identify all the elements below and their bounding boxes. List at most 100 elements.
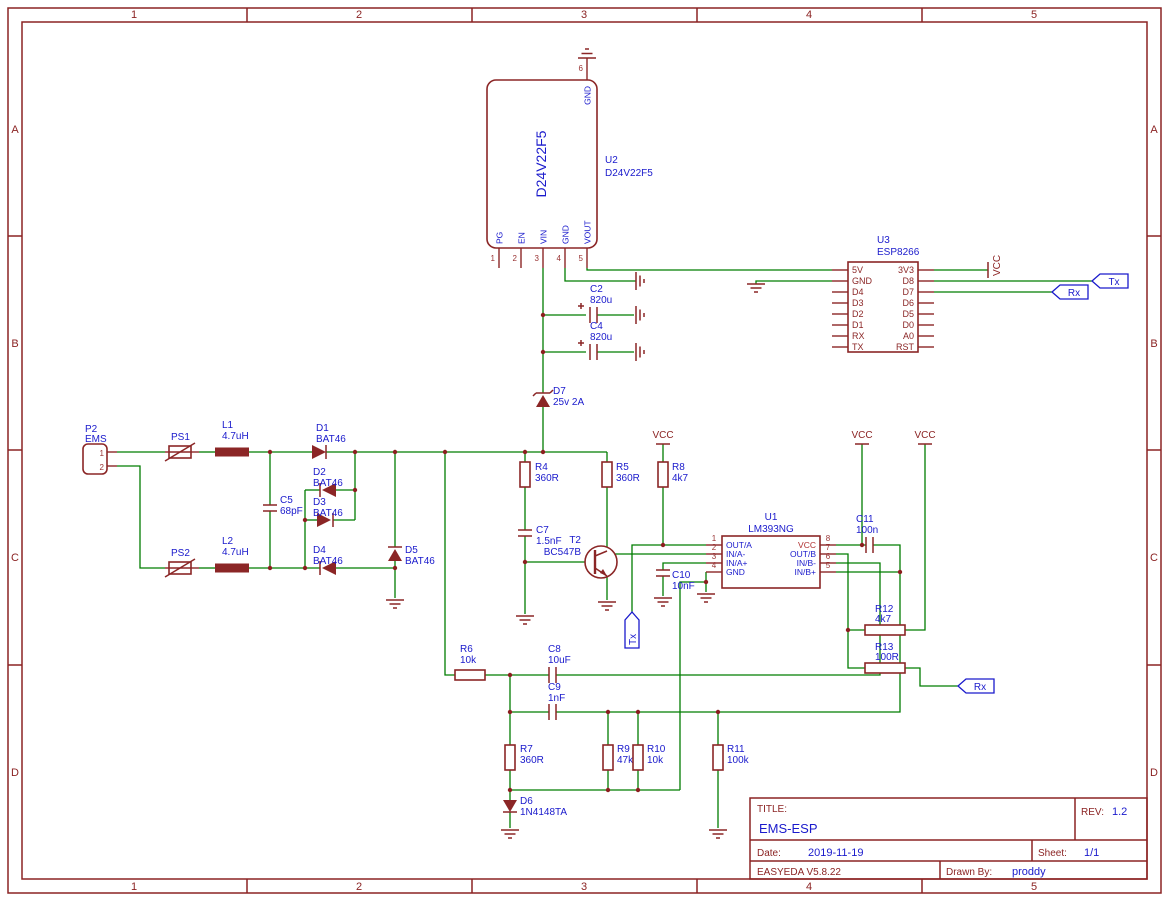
capacitor-c11[interactable]: C11 100n: [856, 514, 878, 553]
l1-ref-label: L1: [222, 420, 234, 431]
d6-ref-label: D6: [520, 796, 533, 807]
connector-p2[interactable]: P2 EMS 1 2: [82, 424, 117, 475]
u2-pin-name: PG: [495, 232, 505, 244]
transistor-t2[interactable]: T2 BC547B: [544, 535, 618, 579]
wire[interactable]: [564, 268, 636, 282]
diode-d1[interactable]: D1 BAT46: [312, 423, 346, 459]
resistor-r7[interactable]: R7 360R: [504, 744, 544, 771]
capacitor-c4[interactable]: C4 820u: [578, 321, 612, 360]
wire[interactable]: [662, 562, 706, 570]
ground-symbol[interactable]: [598, 601, 616, 611]
resistor-r6[interactable]: R6 10k: [454, 644, 486, 681]
resistor-r12[interactable]: R12 4k7: [864, 604, 906, 636]
u1-pin-name: OUT/B: [790, 549, 816, 559]
diode-triangle: [503, 800, 517, 812]
ground-symbol[interactable]: [709, 829, 727, 839]
diode-d3[interactable]: D3 BAT46: [313, 497, 343, 527]
frame-col-label: 3: [581, 881, 587, 893]
u2-pin-number: 5: [579, 254, 584, 263]
u3-pin-name: 5V: [852, 265, 863, 275]
inductor-l2[interactable]: L2 4.7uH: [215, 536, 249, 573]
capacitor-c8[interactable]: C8 10uF: [548, 644, 571, 683]
ground-symbol[interactable]: [516, 615, 534, 625]
fuse-ps2[interactable]: PS2: [164, 548, 199, 578]
ground-symbol[interactable]: [386, 599, 404, 609]
wire[interactable]: [873, 544, 901, 572]
junction-dot: [302, 565, 308, 571]
resistor-r11[interactable]: R11 100k: [712, 744, 750, 771]
zener-diode-d7[interactable]: D7 25v 2A: [532, 386, 584, 408]
ground-symbol[interactable]: [654, 597, 672, 607]
junction-dot: [302, 517, 308, 523]
wire[interactable]: [905, 667, 958, 687]
l1-body: [215, 447, 249, 457]
c4-ref-label: C4: [590, 321, 603, 332]
resistor-body: [657, 461, 669, 488]
resistor-r8[interactable]: R8 4k7: [657, 461, 689, 488]
u3-pin-name: D1: [852, 320, 864, 330]
diode-triangle: [317, 513, 331, 527]
u2-pin-name: GND: [561, 225, 571, 244]
wire[interactable]: [556, 562, 881, 676]
wire[interactable]: [444, 452, 455, 676]
ground-symbol[interactable]: [635, 306, 645, 324]
junction-dot: [507, 672, 513, 678]
resistor-r5[interactable]: R5 360R: [601, 461, 640, 488]
junction-dot: [715, 709, 721, 715]
ground-symbol-up[interactable]: [578, 48, 596, 59]
wire[interactable]: [556, 571, 901, 713]
diode-d5[interactable]: D5 BAT46: [388, 545, 435, 567]
diode-d6[interactable]: D6 1N4148TA: [503, 796, 567, 818]
vcc-flag[interactable]: VCC: [652, 430, 674, 445]
l2-ref-label: L2: [222, 536, 234, 547]
vcc-flag[interactable]: VCC: [987, 255, 1003, 278]
frame-row-label: D: [1150, 767, 1158, 779]
diode-d2[interactable]: D2 BAT46: [313, 467, 343, 497]
resistor-r10[interactable]: R10 10k: [632, 744, 666, 771]
rx-label: Rx: [1068, 288, 1080, 299]
wire[interactable]: [755, 280, 832, 284]
emitter-arrow: [600, 569, 607, 576]
resistor-r9[interactable]: R9 47k: [602, 744, 634, 771]
capacitor-c10[interactable]: C10 10nF: [656, 569, 695, 592]
frame-row-label: B: [11, 338, 18, 350]
diode-triangle: [312, 445, 326, 459]
net-flag-rx[interactable]: Rx: [957, 678, 995, 694]
wire[interactable]: [679, 581, 706, 790]
diode-d4[interactable]: D4 BAT46: [313, 545, 343, 575]
ground-symbol[interactable]: [747, 283, 765, 293]
u1-ref-label: U1: [765, 512, 778, 523]
u2-pin-name: EN: [517, 232, 527, 244]
resistor-body: [712, 744, 724, 771]
wire[interactable]: [586, 268, 832, 271]
vcc-flag[interactable]: VCC: [851, 430, 873, 445]
wire[interactable]: [117, 465, 165, 569]
resistor-r13[interactable]: R13 100R: [864, 642, 906, 674]
capacitor-c9[interactable]: C9 1nF: [548, 682, 565, 720]
wire[interactable]: [607, 550, 706, 555]
ic-u1-lm393[interactable]: U1 LM393NG 1 2 3 4 8 7 6 5 OUT/A IN/A- I…: [706, 512, 836, 589]
ground-symbol[interactable]: [635, 343, 645, 361]
resistor-r4[interactable]: R4 360R: [519, 461, 559, 488]
ground-symbol[interactable]: [697, 593, 715, 603]
ground-symbol[interactable]: [635, 272, 645, 290]
vcc-flag[interactable]: VCC: [914, 430, 936, 445]
net-flag-tx[interactable]: Tx: [1091, 273, 1129, 289]
d4-value-label: BAT46: [313, 556, 343, 567]
junction-dot: [540, 312, 546, 318]
wire[interactable]: [905, 444, 926, 631]
inductor-l1[interactable]: L1 4.7uH: [215, 420, 249, 457]
wire[interactable]: [836, 553, 865, 669]
ground-symbol[interactable]: [501, 829, 519, 839]
net-flag-rx[interactable]: Rx: [1051, 284, 1089, 300]
capacitor-c5[interactable]: C5 68pF: [263, 495, 303, 517]
wire[interactable]: [631, 544, 706, 612]
capacitor-c7[interactable]: C7 1.5nF: [518, 525, 562, 547]
module-u3-esp8266[interactable]: U3 ESP8266 5V GND D4 D3 D2 D1 RX TX 3V3 …: [832, 235, 934, 353]
u2-pin-number: 6: [579, 64, 584, 73]
capacitor-c2[interactable]: C2 820u: [578, 284, 612, 323]
fuse-ps1[interactable]: PS1: [164, 432, 199, 462]
regulator-u2[interactable]: D24V22F5 U2 D24V22F5 1 2 3 4 5 6 PG EN V…: [486, 58, 653, 268]
net-flag-tx[interactable]: Tx: [624, 611, 640, 649]
